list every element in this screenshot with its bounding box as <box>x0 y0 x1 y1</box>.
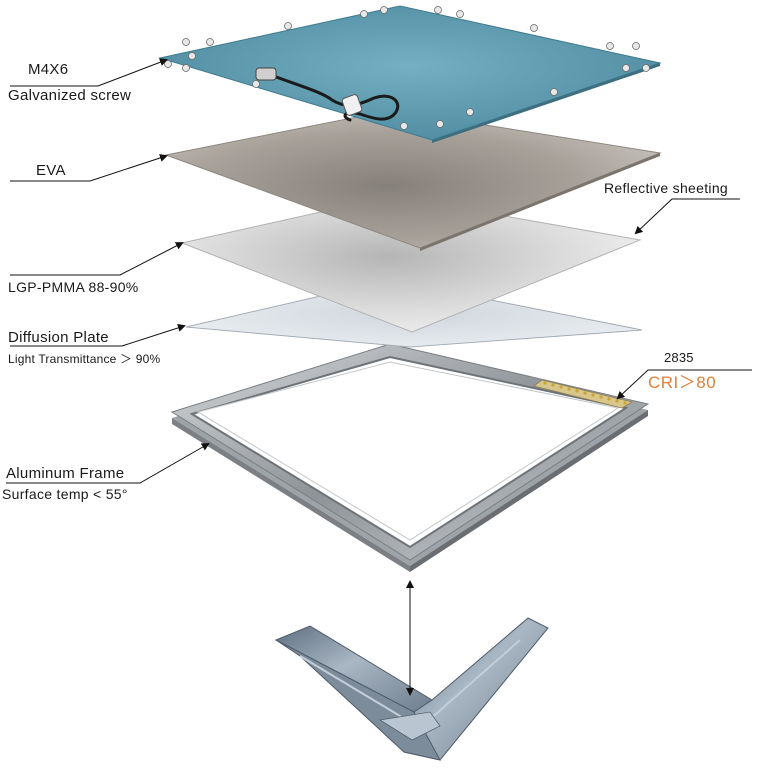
light-transmittance-label: Light Transmittance ＞ 90% <box>8 352 161 366</box>
frame-corner-detail <box>274 617 549 761</box>
cri-label: CRI＞80 <box>648 373 717 392</box>
leader-lines <box>6 58 752 696</box>
screw-size-label: M4X6 <box>28 61 69 78</box>
back-plate <box>158 5 662 143</box>
lgp-pmma-label: LGP-PMMA 88-90% <box>8 279 139 295</box>
reflective-sheeting-label: Reflective sheeting <box>604 180 728 196</box>
led-strip <box>533 379 634 409</box>
eva-layer <box>164 109 662 251</box>
diffusion-plate-label: Diffusion Plate <box>8 329 109 346</box>
connector-icon <box>255 67 277 81</box>
led-code-label: 2835 <box>664 350 694 365</box>
aluminum-frame-label: Aluminum Frame <box>6 465 125 482</box>
aluminum-frame <box>170 343 650 572</box>
screw-type-label: Galvanized screw <box>8 87 132 104</box>
eva-label: EVA <box>36 162 66 179</box>
power-cable-icon <box>266 72 400 122</box>
cable-clip-icon <box>341 94 363 116</box>
surface-temp-label: Surface temp < 55° <box>2 486 128 502</box>
